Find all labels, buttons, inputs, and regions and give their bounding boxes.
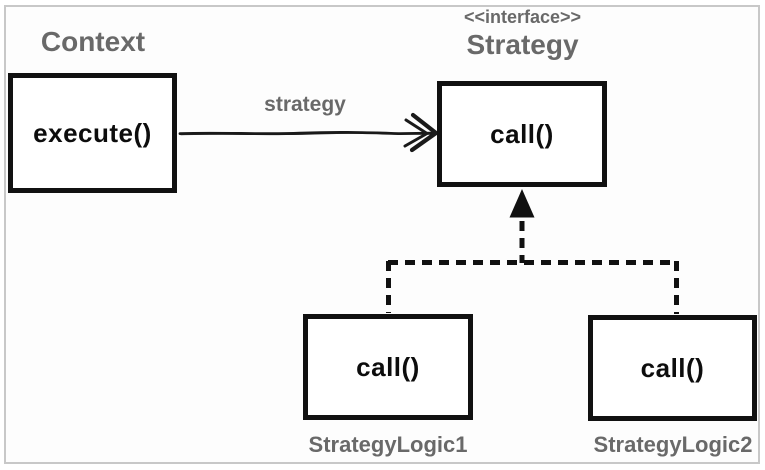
strategy-class-title: Strategy <box>466 29 579 60</box>
context-box: execute() <box>8 73 177 193</box>
strategylogic1-label: StrategyLogic1 <box>308 432 468 457</box>
strategylogic1-box: call() <box>303 314 473 420</box>
strategylogic2-label: StrategyLogic2 <box>593 432 753 457</box>
execute-method: execute() <box>33 117 152 148</box>
strategy-interface-box: call() <box>437 81 607 187</box>
strategylogic2-box: call() <box>588 315 757 421</box>
strategylogic1-call-method: call() <box>356 351 420 382</box>
association-label: strategy <box>264 93 346 116</box>
interface-stereotype: <<interface>> <box>463 7 582 27</box>
strategylogic2-call-method: call() <box>640 352 705 383</box>
strategy-call-method: call() <box>490 118 554 149</box>
context-class-title: Context <box>40 26 146 57</box>
